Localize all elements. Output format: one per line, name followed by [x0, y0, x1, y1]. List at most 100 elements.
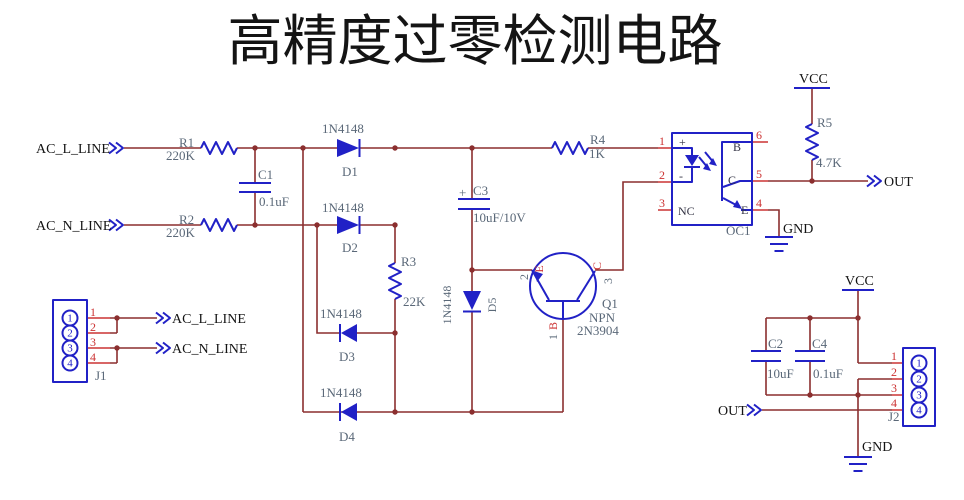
- optocoupler-cathode-label: -: [679, 169, 683, 183]
- wire: [768, 209, 780, 237]
- capacitor-C3-symbol: [458, 198, 490, 210]
- transistor-pin-name-e: E: [532, 265, 546, 272]
- junction-dot: [855, 392, 861, 398]
- connector-pin-circle-number: 1: [916, 358, 922, 370]
- connector-pin-circle-number: 4: [916, 405, 922, 417]
- transistor-Q1-part: 2N3904: [577, 323, 619, 338]
- port-arrow-icon: [108, 141, 124, 155]
- junction-dot: [807, 392, 813, 398]
- junction-dot: [300, 145, 306, 151]
- junction-dot: [314, 222, 320, 228]
- connector-pin-circle-number: 1: [67, 313, 73, 325]
- diode-triangle: [337, 216, 359, 234]
- connector-pin-circle-number: 2: [916, 374, 922, 386]
- resistor-R4-ref: R4: [590, 132, 606, 147]
- capacitor-C1-value: 0.1uF: [259, 194, 289, 209]
- junction-dot: [809, 178, 815, 184]
- page-title: 高精度过零检测电路: [227, 11, 722, 72]
- resistor-R1-ref: R1: [179, 135, 194, 150]
- phototransistor-collector: [722, 180, 752, 188]
- connector-J1-symbol: 1 2 3 4: [52, 299, 88, 383]
- connector-J1-ref: J1: [95, 368, 107, 383]
- diode-D4-symbol: [339, 403, 357, 421]
- wire: [595, 181, 658, 271]
- optocoupler-collector-label: C: [728, 173, 736, 187]
- port-arrow-icon: [746, 403, 762, 417]
- port-label-ac-l-line: AC_L_LINE: [36, 142, 110, 157]
- connector-pin-circle-number: 4: [67, 358, 73, 370]
- transistor-collector: [576, 270, 596, 301]
- diode-D1-symbol: [337, 139, 361, 157]
- power-label-gnd: GND: [783, 222, 813, 237]
- connector-J2-ref: J2: [888, 409, 900, 424]
- power-label-vcc: VCC: [799, 72, 828, 87]
- capacitor-C2-ref: C2: [768, 336, 783, 351]
- junction-dot: [252, 222, 258, 228]
- connector-J2-symbol: 1 2 3 4: [902, 347, 936, 427]
- power-label-gnd: GND: [862, 440, 892, 455]
- resistor-R5-symbol: [805, 123, 819, 161]
- optocoupler-pin-number-6: 6: [756, 128, 762, 142]
- optocoupler-nc-label: NC: [678, 204, 695, 218]
- resistor-R3-value: 22K: [403, 294, 426, 309]
- diode-D1-part: 1N4148: [322, 121, 364, 136]
- power-label-vcc: VCC: [845, 274, 874, 289]
- diode-D5-part: 1N4148: [440, 286, 454, 325]
- wire: [110, 317, 157, 364]
- optocoupler-pin-number-5: 5: [756, 167, 762, 181]
- junction-dots: [114, 145, 861, 415]
- wire: [762, 362, 892, 457]
- connector-J2-pin-number: 3: [891, 381, 897, 395]
- port-arrow-icon: [155, 341, 171, 355]
- resistor-R2-value: 220K: [166, 225, 196, 240]
- connector-pin-circle-number: 2: [67, 328, 73, 340]
- phototransistor-base-lead: [721, 141, 752, 184]
- port-label-out: OUT: [718, 404, 747, 419]
- gnd-icon: [765, 236, 793, 252]
- connector-J1-pin-number: 4: [90, 350, 96, 364]
- junction-dot: [855, 315, 861, 321]
- junction-dot: [392, 409, 398, 415]
- port-label-ac-n-line: AC_N_LINE: [36, 219, 111, 234]
- capacitor-C2-value: 10uF: [767, 366, 794, 381]
- optocoupler-pin-number-2: 2: [659, 168, 665, 182]
- capacitor-C4-ref: C4: [812, 336, 828, 351]
- junction-dot: [807, 315, 813, 321]
- capacitor-C3-value: 10uF/10V: [473, 210, 526, 225]
- diode-triangle: [341, 403, 357, 421]
- resistor-R5-value: 4.7K: [816, 155, 842, 170]
- diode-D5-ref: D5: [485, 298, 499, 313]
- junction-dot: [469, 145, 475, 151]
- resistor-R3-ref: R3: [401, 254, 416, 269]
- diode-D3-part: 1N4148: [320, 306, 362, 321]
- transistor-pin-name-c: C: [590, 262, 604, 270]
- port-label-out: OUT: [884, 175, 913, 190]
- transistor-body: [529, 252, 597, 320]
- transistor-pin-name-b: B: [546, 322, 560, 330]
- connector-J1-pin-number: 3: [90, 335, 96, 349]
- diode-triangle: [341, 324, 357, 342]
- connector-J2-box: [902, 347, 936, 427]
- connector-J2-pin-number: 4: [891, 396, 897, 410]
- diode-D5-symbol: [463, 291, 481, 313]
- connector-pin-circle: [61, 354, 79, 372]
- phototransistor-emitter-arrow: [733, 200, 742, 209]
- resistor-R1-value: 220K: [166, 148, 196, 163]
- optocoupler-anode-label: +: [679, 135, 686, 149]
- junction-dot: [392, 145, 398, 151]
- transistor-emitter: [531, 269, 550, 301]
- led-triangle-icon: [685, 155, 699, 166]
- port-arrow-icon: [866, 174, 882, 188]
- resistor-R1-symbol: [200, 141, 238, 155]
- pin-stub: [87, 141, 903, 411]
- transistor-pin-number-c: 3: [601, 278, 615, 284]
- transistor-emitter-arrow: [534, 271, 543, 282]
- diode-D2-part: 1N4148: [322, 200, 364, 215]
- capacitor-C1-symbol: [239, 182, 271, 193]
- transistor-Q1-symbol: [529, 252, 597, 320]
- gnd-icon: [844, 456, 872, 472]
- connector-J2-pin-number: 1: [891, 349, 897, 363]
- resistor-R5-ref: R5: [817, 115, 832, 130]
- led-lead: [672, 147, 693, 183]
- junction-dot: [114, 345, 120, 351]
